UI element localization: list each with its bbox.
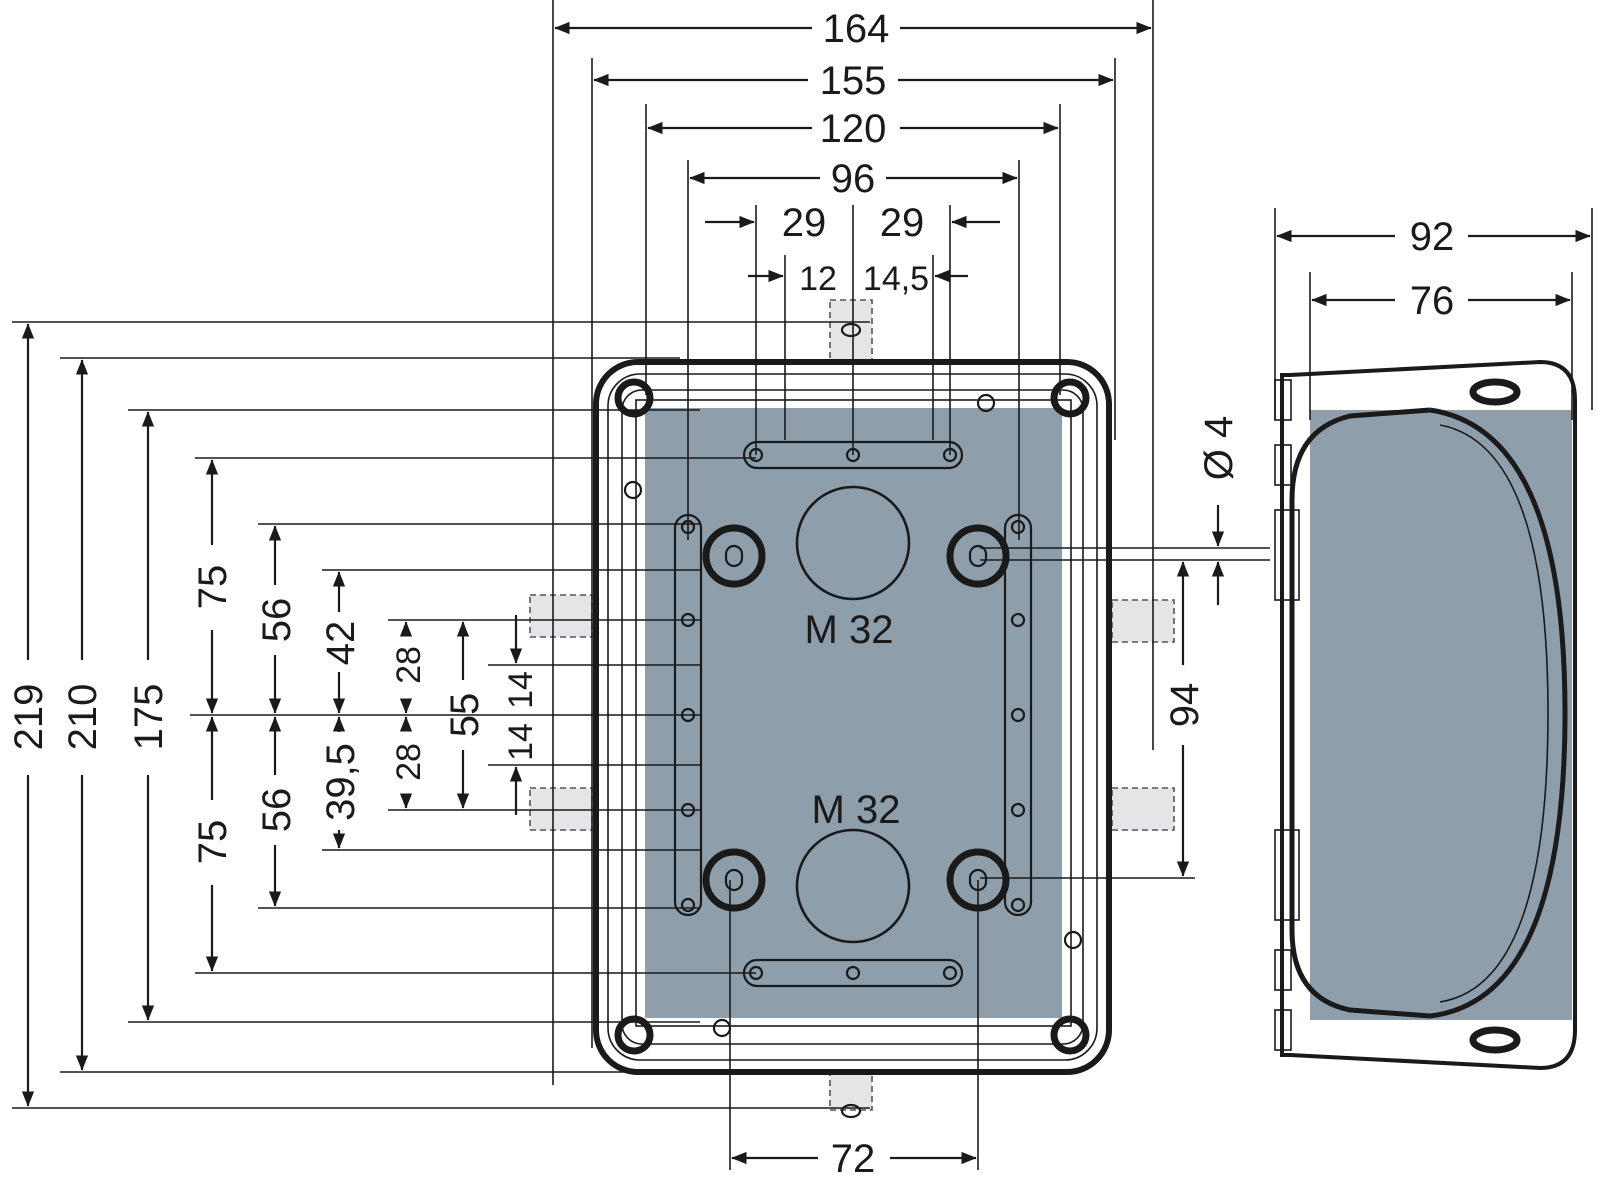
dim-219: 219: [7, 684, 51, 751]
dim-28-upper: 28: [390, 646, 428, 684]
dim-120: 120: [820, 107, 887, 151]
dim-76: 76: [1410, 279, 1455, 323]
top-dimensions: 164 155 120 96 29 29 12 14,5: [552, 0, 1154, 1085]
front-view: M 32 M 32: [529, 299, 1175, 1119]
dim-14-5: 14,5: [863, 260, 929, 298]
bottom-dimension: 72: [729, 880, 979, 1178]
mounting-plate-area: [645, 408, 1062, 1018]
dim-155: 155: [820, 59, 887, 103]
dim-75-lower: 75: [191, 820, 235, 865]
dim-92: 92: [1410, 215, 1455, 259]
dim-29-right: 29: [880, 201, 925, 245]
dim-14-upper: 14: [502, 671, 540, 709]
mounting-tab-right-upper: [1111, 599, 1175, 643]
knockout-label-bottom: M 32: [812, 788, 901, 832]
side-dimensions: 92 76: [1274, 208, 1593, 420]
mounting-tab-right-lower: [1111, 787, 1175, 831]
mounting-tab-top: [829, 299, 873, 363]
dim-12: 12: [799, 260, 837, 298]
side-view: [1274, 359, 1577, 1071]
knockout-label-top: M 32: [805, 608, 894, 652]
side-outline: [1280, 359, 1577, 1071]
dim-94: 94: [1163, 683, 1207, 728]
dim-210: 210: [61, 684, 105, 751]
dim-96: 96: [831, 157, 876, 201]
right-slot-rail: [1003, 513, 1033, 917]
dim-29-left: 29: [782, 201, 827, 245]
mounting-tab-left-upper: [529, 594, 593, 638]
knockout-bottom: [795, 828, 911, 944]
dim-42: 42: [319, 621, 363, 666]
right-dimensions: 94 Ø 4: [980, 416, 1270, 879]
side-mounting-plate: [1310, 410, 1572, 1020]
dim-56-lower: 56: [255, 788, 299, 833]
dim-28-lower: 28: [390, 743, 428, 781]
dim-14-lower: 14: [502, 723, 540, 761]
left-dimensions: 219 210 175 75 75 56 56 42 39,5 28: [7, 321, 870, 1109]
dim-75-upper: 75: [191, 565, 235, 610]
dim-175: 175: [127, 684, 171, 751]
dim-55: 55: [443, 693, 487, 738]
knockout-top: [795, 485, 911, 601]
mounting-tab-left-lower: [529, 787, 593, 831]
corner-screws: [614, 378, 1090, 1055]
dim-39-5: 39,5: [319, 743, 363, 821]
dim-56-upper: 56: [255, 598, 299, 643]
dim-164: 164: [823, 7, 890, 51]
dim-diameter-4: Ø 4: [1197, 416, 1241, 480]
dim-72: 72: [831, 1137, 876, 1178]
